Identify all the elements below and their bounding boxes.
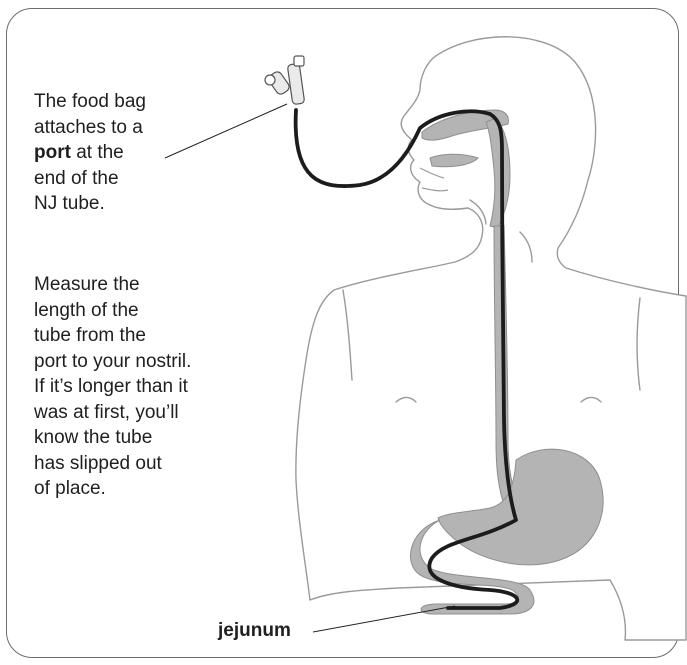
port-note-line-rest: at the <box>71 142 124 163</box>
feeding-port <box>265 56 305 105</box>
port-note-line: NJ tube. <box>34 191 184 217</box>
measure-note-line: tube from the <box>34 323 244 349</box>
port-note-line: The food bag <box>34 89 184 115</box>
measure-note-line: has slipped out <box>34 451 244 477</box>
measure-note-line: If it’s longer than it <box>34 374 244 400</box>
measure-note-line: know the tube <box>34 425 244 451</box>
measure-note-line: Measure the <box>34 272 244 298</box>
port-annotation: The food bag attaches to a port at the e… <box>34 89 184 217</box>
port-term: port <box>34 142 71 163</box>
measure-note-line: length of the <box>34 298 244 324</box>
measure-note-line: was at first, you’ll <box>34 400 244 426</box>
measure-note-line: of place. <box>34 476 244 502</box>
port-note-line: port at the <box>34 140 184 166</box>
jejunum-label: jejunum <box>218 618 291 644</box>
jejunum-leader-line <box>313 606 455 632</box>
port-note-line: attaches to a <box>34 115 184 141</box>
measure-annotation: Measure the length of the tube from the … <box>34 272 244 502</box>
port-note-line: end of the <box>34 166 184 192</box>
measure-note-line: port to your nostril. <box>34 349 244 375</box>
